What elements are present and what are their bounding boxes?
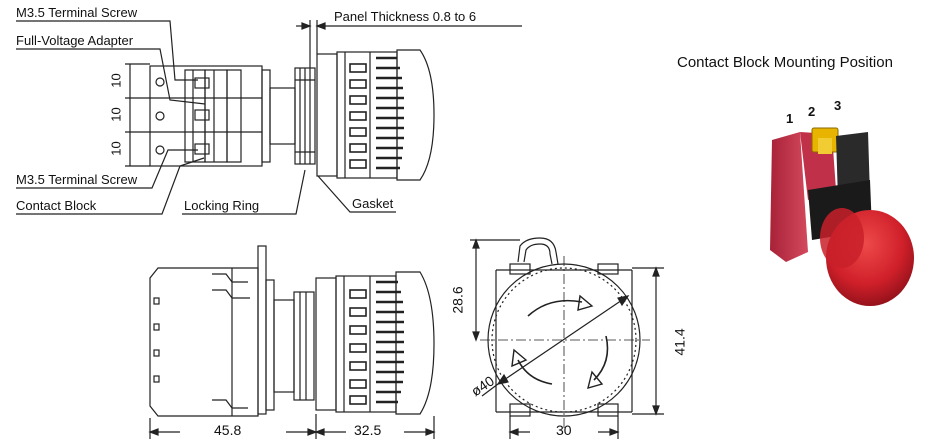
m35-adapter-label: M3.5 Terminal Screw <box>16 5 138 20</box>
full-voltage-adapter-label: Full-Voltage Adapter <box>16 33 134 48</box>
panel-thickness-label: Panel Thickness 0.8 to 6 <box>334 9 477 24</box>
position-2: 2 <box>808 104 816 119</box>
head-length-dimension: 32.5 <box>354 422 382 438</box>
locking-ring-label: Locking Ring <box>184 198 260 213</box>
gasket-label: Gasket <box>352 196 394 211</box>
bottom-side-view <box>148 245 436 439</box>
position-3: 3 <box>834 98 842 113</box>
contact-block-label: Contact Block <box>16 198 97 213</box>
front-view <box>470 237 664 439</box>
pitch-dimension-1: 10 <box>108 73 124 88</box>
position-1: 1 <box>786 111 794 126</box>
pitch-dimension-3: 10 <box>108 141 124 156</box>
base-width-dimension: 30 <box>556 422 572 438</box>
height-total-dimension: 41.4 <box>671 328 688 356</box>
m35-contact-label: M3.5 Terminal Screw <box>16 172 138 187</box>
top-side-view <box>16 20 522 215</box>
pitch-dimension-2: 10 <box>108 107 124 122</box>
body-length-dimension: 45.8 <box>214 422 242 438</box>
height-upper-dimension: 28.6 <box>449 286 466 314</box>
mounting-position-title: Contact Block Mounting Position <box>677 54 893 71</box>
product-photo <box>770 127 914 306</box>
